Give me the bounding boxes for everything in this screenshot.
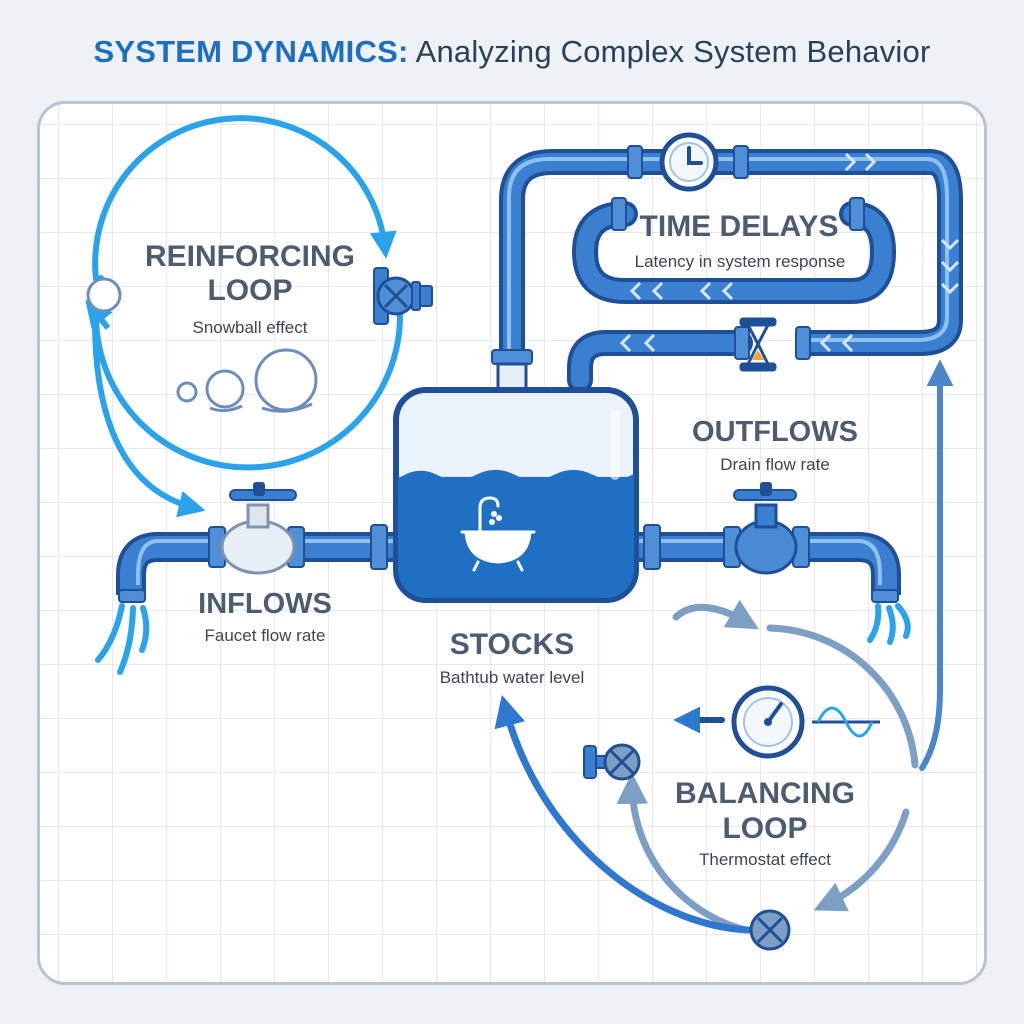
- hourglass-icon: [739, 317, 777, 372]
- outflows-subtitle: Drain flow rate: [720, 455, 830, 474]
- outflow-pipe: [634, 532, 901, 595]
- flow-chevrons: [619, 152, 960, 353]
- title-rest: Analyzing Complex System Behavior: [408, 34, 931, 69]
- reinforcing-valve-icon: [373, 267, 433, 325]
- inflow-faucet-icon: [220, 482, 297, 575]
- outflow-faucet-icon: [733, 482, 798, 575]
- inflow-splash: [95, 603, 150, 675]
- page-title: SYSTEM DYNAMICS: Analyzing Complex Syste…: [0, 34, 1024, 70]
- balancing-loop-arrow: [616, 599, 919, 934]
- reinforcing-heading-line1: REINFORCING: [145, 240, 355, 273]
- inflow-pipe: [116, 532, 398, 595]
- balancing-valve-bottom-icon: [749, 909, 791, 951]
- reinforcing-heading-line2: LOOP: [207, 274, 293, 307]
- clock-icon: [659, 132, 719, 192]
- stock-tank: [393, 362, 639, 603]
- time-delays-subtitle: Latency in system response: [634, 252, 846, 271]
- stocks-subtitle: Bathtub water level: [439, 668, 585, 687]
- bathtub-icon: [460, 496, 536, 572]
- stocks-heading: STOCKS: [449, 628, 575, 661]
- balancing-valve-left-icon: [583, 743, 641, 781]
- balancing-heading-line1: BALANCING: [675, 777, 855, 810]
- time-delays-heading: TIME DELAYS: [639, 210, 839, 243]
- gauge-icon: [673, 685, 880, 759]
- delay-pipe-inner: [567, 201, 896, 393]
- balancing-loop-subtitle: Thermostat effect: [699, 850, 831, 869]
- pipe-couplings: [491, 145, 865, 365]
- reinforcing-arrow-tail: [85, 299, 113, 330]
- balancing-heading-line2: LOOP: [722, 812, 808, 845]
- outflow-splash: [867, 603, 911, 645]
- delay-pipe-outer: [499, 149, 963, 375]
- inflows-subtitle: Faucet flow rate: [204, 626, 326, 645]
- title-prefix: SYSTEM DYNAMICS:: [93, 34, 409, 69]
- balancing-feedback-line: [919, 359, 954, 771]
- reinforcing-loop-heading: REINFORCING LOOP: [120, 240, 380, 308]
- inflows-heading: INFLOWS: [198, 588, 332, 620]
- reinforcing-loop-subtitle: Snowball effect: [192, 318, 308, 337]
- stock-water-wave: [398, 469, 634, 491]
- reinforcing-loop-arrow: [92, 115, 404, 518]
- balancing-loop-heading: BALANCING LOOP: [650, 776, 880, 846]
- balancing-return-arrow: [494, 694, 752, 934]
- snowball-icon: [86, 277, 318, 413]
- outflows-heading: OUTFLOWS: [692, 416, 858, 448]
